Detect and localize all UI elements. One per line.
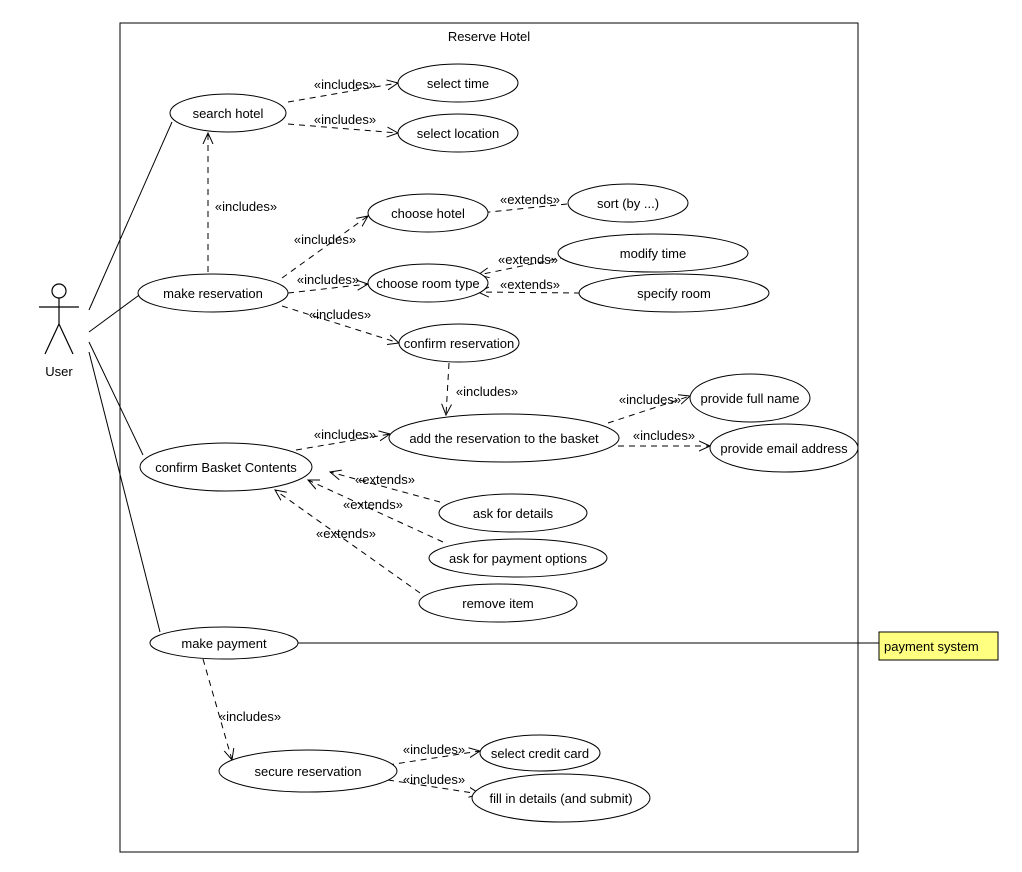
actor-head <box>51 283 67 299</box>
label-includes: «includes» <box>294 232 356 247</box>
use-case-select-location[interactable]: select location <box>397 113 519 153</box>
label-includes: «includes» <box>456 384 518 399</box>
label-extends: «extends» <box>500 277 560 292</box>
use-case-label: make reservation <box>163 286 263 301</box>
label-includes: «includes» <box>619 392 681 407</box>
use-case-label: search hotel <box>193 106 264 121</box>
use-case-label: select credit card <box>491 746 589 761</box>
dep-search-select-location <box>287 123 398 133</box>
use-case-label: sort (by ...) <box>597 196 659 211</box>
use-case-confirm-reservation[interactable]: confirm reservation <box>398 323 520 363</box>
user-actor[interactable]: User <box>39 283 79 379</box>
actor-left-leg <box>44 323 60 355</box>
label-includes: «includes» <box>297 272 359 287</box>
use-case-label: specify room <box>637 286 711 301</box>
dep-secure-credit-card <box>387 751 480 766</box>
payment-system-box <box>878 631 999 661</box>
use-case-choose-hotel[interactable]: choose hotel <box>367 193 489 233</box>
dep-payment-options-basket <box>308 480 444 543</box>
use-case-label: provide email address <box>720 441 848 456</box>
use-case-label: ask for payment options <box>449 551 588 566</box>
use-case-fill-in-details[interactable]: fill in details (and submit) <box>471 773 651 823</box>
use-case-search-hotel[interactable]: search hotel <box>169 93 287 133</box>
use-case-label: add the reservation to the basket <box>409 431 599 446</box>
label-extends: «extends» <box>498 252 558 267</box>
use-case-label: select time <box>427 76 489 91</box>
use-case-label: provide full name <box>701 391 800 406</box>
dep-search-select-time <box>287 83 398 103</box>
label-includes: «includes» <box>215 199 277 214</box>
label-extends: «extends» <box>355 472 415 487</box>
payment-system-label: payment system <box>884 639 979 654</box>
dep-modify-time-room-type <box>478 256 567 275</box>
use-case-choose-room-type[interactable]: choose room type <box>367 263 489 303</box>
use-case-select-credit-card[interactable]: select credit card <box>479 734 601 772</box>
label-extends: «extends» <box>316 526 376 541</box>
dep-reservation-room-type <box>287 284 368 294</box>
use-case-remove-item[interactable]: remove item <box>418 583 578 623</box>
use-case-label: make payment <box>181 636 267 651</box>
use-case-make-reservation[interactable]: make reservation <box>137 273 289 313</box>
label-includes: «includes» <box>314 427 376 442</box>
use-case-label: remove item <box>462 596 534 611</box>
actor-right-leg <box>58 323 74 355</box>
use-case-ask-payment-options[interactable]: ask for payment options <box>428 538 608 578</box>
label-includes: «includes» <box>403 772 465 787</box>
system-title: Reserve Hotel <box>448 29 530 44</box>
use-case-secure-reservation[interactable]: secure reservation <box>218 749 398 793</box>
dep-reservation-choose-hotel <box>281 216 368 279</box>
use-case-label: choose hotel <box>391 206 465 221</box>
dep-remove-item-basket <box>275 490 421 594</box>
label-includes: «includes» <box>219 709 281 724</box>
use-case-select-time[interactable]: select time <box>397 63 519 103</box>
assoc-user-search-hotel <box>88 121 173 311</box>
dependencies <box>202 83 710 794</box>
dep-reservation-confirm <box>281 305 399 343</box>
use-case-label: secure reservation <box>255 764 362 779</box>
label-includes: «includes» <box>314 112 376 127</box>
use-case-make-payment[interactable]: make payment <box>149 626 299 660</box>
use-case-label: confirm Basket Contents <box>155 460 297 475</box>
use-case-sort[interactable]: sort (by ...) <box>567 183 689 223</box>
label-includes: «includes» <box>314 77 376 92</box>
dep-ask-details-basket <box>330 472 441 503</box>
assoc-user-make-reservation <box>88 292 143 333</box>
use-case-confirm-basket[interactable]: confirm Basket Contents <box>139 442 313 492</box>
label-includes: «includes» <box>403 742 465 757</box>
use-case-provide-full-name[interactable]: provide full name <box>689 373 811 423</box>
use-case-label: fill in details (and submit) <box>489 791 632 806</box>
use-case-specify-room[interactable]: specify room <box>578 273 770 313</box>
use-case-ask-details[interactable]: ask for details <box>438 493 588 533</box>
dep-basket-add <box>295 434 390 451</box>
dep-secure-fill-details <box>387 779 480 794</box>
payment-system-actor[interactable]: payment system <box>878 631 999 661</box>
actor-label: User <box>45 364 73 379</box>
use-case-label: modify time <box>620 246 686 261</box>
use-case-label: ask for details <box>473 506 554 521</box>
use-case-provide-email[interactable]: provide email address <box>709 423 859 473</box>
label-includes: «includes» <box>633 428 695 443</box>
dep-confirm-basket-add <box>446 362 449 415</box>
dep-add-full-name <box>607 396 690 424</box>
label-extends: «extends» <box>500 192 560 207</box>
use-case-label: choose room type <box>376 276 479 291</box>
relation-labels: «includes» «includes» «includes» «includ… <box>215 77 695 787</box>
use-case-label: confirm reservation <box>404 336 515 351</box>
use-case-add-to-basket[interactable]: add the reservation to the basket <box>388 413 620 463</box>
label-extends: «extends» <box>343 497 403 512</box>
assoc-user-confirm-basket <box>88 341 144 456</box>
use-case-label: select location <box>417 126 499 141</box>
assoc-user-make-payment <box>88 351 161 633</box>
label-includes: «includes» <box>309 307 371 322</box>
use-case-modify-time[interactable]: modify time <box>557 233 749 273</box>
